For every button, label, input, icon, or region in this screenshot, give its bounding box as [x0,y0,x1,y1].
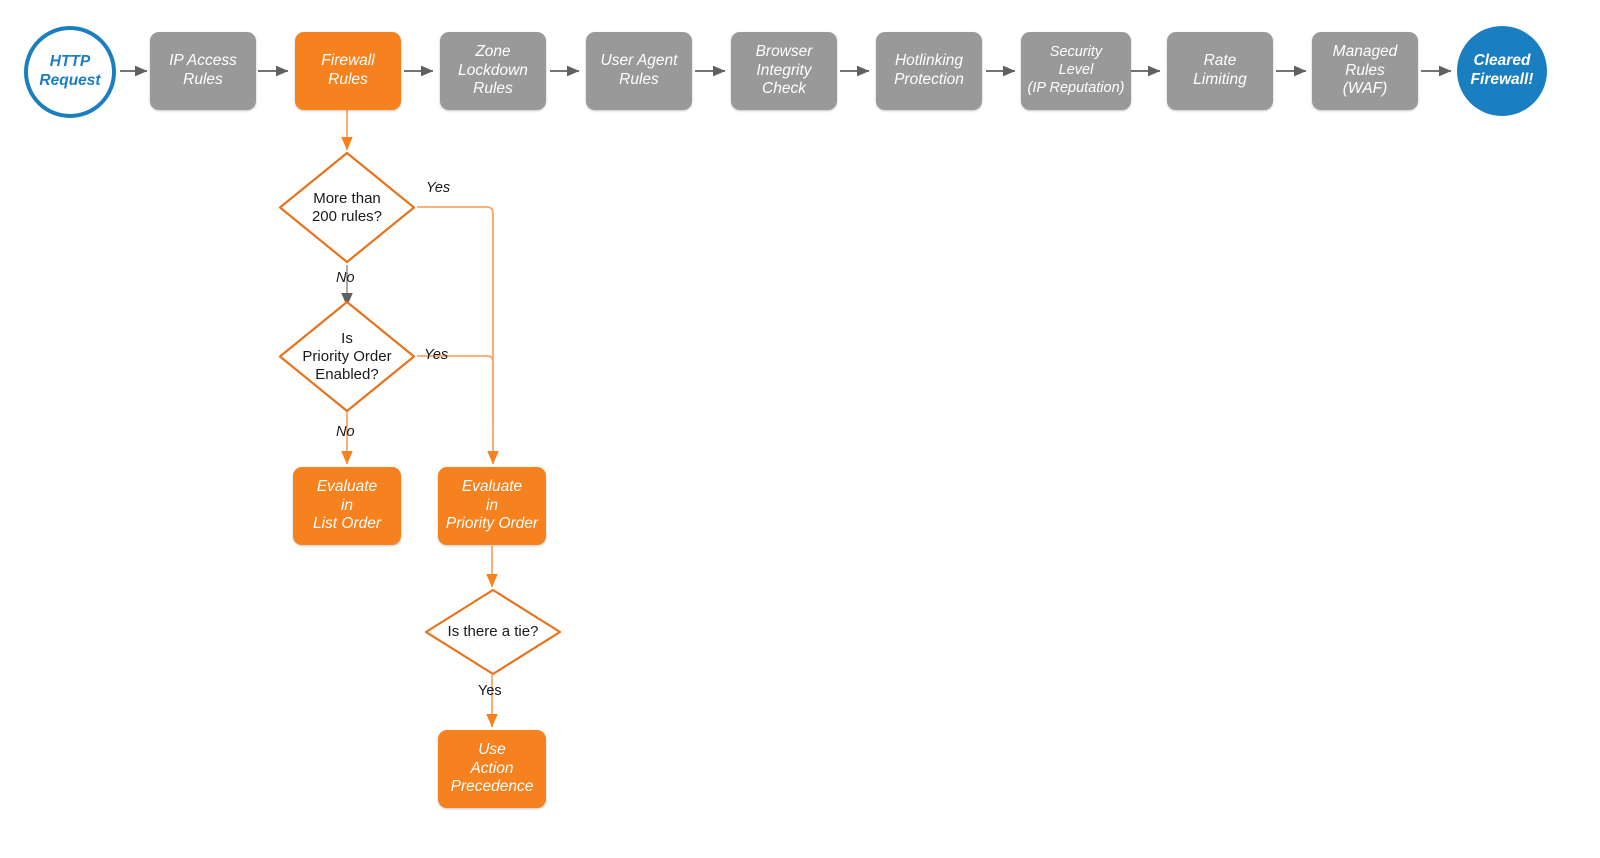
decision-label: More than 200 rules? [311,189,383,225]
edge-priority-order-yes [417,355,494,430]
node-evaluate-in-list-order[interactable]: Evaluate in List Order [293,467,401,545]
decision-more-than-200-rules[interactable]: More than 200 rules? [278,151,416,264]
edge-label-more-than-200-no: No [336,270,355,286]
diamond-shape [278,151,416,264]
edge-label-more-than-200-yes: Yes [426,180,451,196]
edge-label-priority-order-yes: Yes [424,347,449,363]
node-hotlinking-protection[interactable]: Hotlinking Protection [876,32,982,110]
decision-is-there-a-tie[interactable]: Is there a tie? [424,588,562,676]
node-firewall-rules[interactable]: Firewall Rules [295,32,401,110]
node-managed-rules-waf[interactable]: Managed Rules (WAF) [1312,32,1418,110]
edge-label-tie-yes: Yes [478,683,502,699]
decision-label: Is Priority Order Enabled? [302,329,392,383]
diamond-shape [424,588,562,676]
node-user-agent-rules[interactable]: User Agent Rules [586,32,692,110]
node-browser-integrity-check[interactable]: Browser Integrity Check [731,32,837,110]
decision-label: Is there a tie? [447,623,539,640]
decision-is-priority-order-enabled[interactable]: Is Priority Order Enabled? [278,300,416,413]
node-security-level[interactable]: Security Level (IP Reputation) [1021,32,1131,110]
diamond-shape [278,300,416,413]
node-zone-lockdown-rules[interactable]: Zone Lockdown Rules [440,32,546,110]
edge-more-than-200-yes [417,206,499,465]
edge-label-priority-order-no: No [336,424,355,440]
node-rate-limiting[interactable]: Rate Limiting [1167,32,1273,110]
node-http-request[interactable]: HTTP Request [24,26,116,118]
node-evaluate-in-priority-order[interactable]: Evaluate in Priority Order [438,467,546,545]
node-ip-access-rules[interactable]: IP Access Rules [150,32,256,110]
node-use-action-precedence[interactable]: Use Action Precedence [438,730,546,808]
node-cleared-firewall[interactable]: Cleared Firewall! [1457,26,1547,116]
